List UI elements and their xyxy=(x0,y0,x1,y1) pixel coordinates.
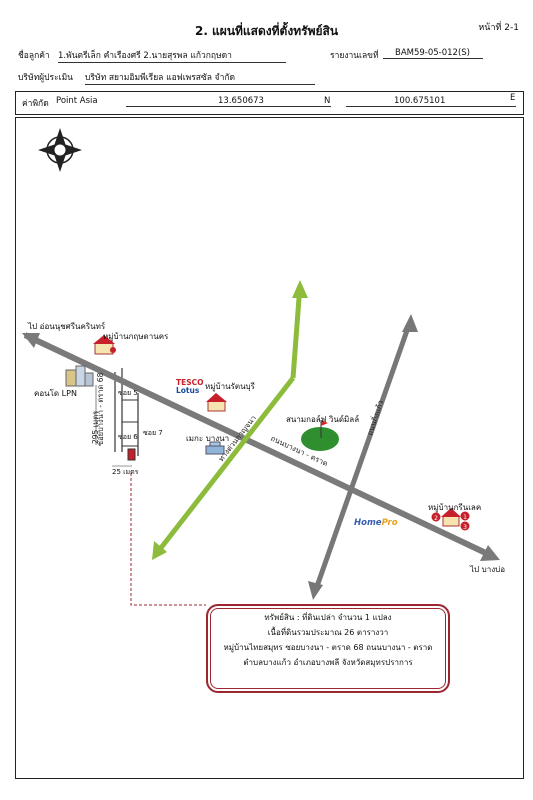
homepro-pro-text: Pro xyxy=(381,518,398,528)
tesco-text: TESCO xyxy=(176,378,204,387)
page-title: 2. แผนที่แสดงที่ตั้งทรัพย์สิน xyxy=(194,24,339,38)
pin-label-2: 2 xyxy=(434,515,438,522)
lotus-text: Lotus xyxy=(176,386,200,395)
expressway-lower xyxy=(155,376,295,555)
arrow-expressway-south-icon xyxy=(152,541,167,560)
arrow-kingkaew-south-icon xyxy=(308,581,323,600)
coord-label: ค่าพิกัด xyxy=(22,99,49,109)
arrow-kingkaew-north-icon xyxy=(402,314,418,332)
report-label: รายงานเลขที่ xyxy=(330,51,379,61)
appraiser-label: บริษัทผู้ประเมิน xyxy=(18,73,73,83)
road-label-soi-vertical: ซอยบางนา - ตราด 68 xyxy=(96,372,105,446)
label-golf: สนามกอล์ฟ วินด์มิลล์ xyxy=(286,415,360,424)
label-dist-25: 25 เมตร xyxy=(112,468,139,476)
property-info-box: ทรัพย์สิน : ที่ดินเปล่า จำนวน 1 แปลง เนื… xyxy=(206,604,450,693)
property-line-1: ทรัพย์สิน : ที่ดินเปล่า จำนวน 1 แปลง xyxy=(264,613,392,622)
label-mega-bangna: เมกะ บางนา xyxy=(186,434,230,443)
map-frame xyxy=(15,117,524,779)
homepro-home-text: Home xyxy=(354,518,382,528)
north-arrow-icon xyxy=(38,128,82,172)
golf-course-icon xyxy=(301,420,339,451)
condo-building-icon xyxy=(65,365,94,387)
east-underline xyxy=(346,106,516,107)
customer-label: ชื่อลูกค้า xyxy=(18,51,50,61)
label-soi-5: ซอย 5 xyxy=(118,389,138,397)
property-marker xyxy=(127,448,136,461)
label-green-lake: หมู่บ้านกรีนเลค xyxy=(428,503,482,512)
house-icon-green-lake xyxy=(441,508,461,527)
property-line-2: เนื้อที่ดินรวมประมาณ 26 ตารางวา xyxy=(267,628,389,637)
label-to-bangbo: ไป บางบ่อ xyxy=(470,565,506,574)
arrow-expressway-north-icon xyxy=(292,280,308,298)
tesco-logo: TESCO Lotus xyxy=(176,379,204,395)
label-condo-lpn: คอนโด LPN xyxy=(34,389,77,398)
property-line-4: ตำบลบางแก้ว อำเภอบางพลี จังหวัดสมุทรปราก… xyxy=(243,658,413,667)
dist-label-295: 295 เมตร xyxy=(91,411,100,444)
north-unit: N xyxy=(324,96,331,106)
pins-green-lake: 2 1 3 xyxy=(431,511,470,531)
customer-value: 1.พันตรีเล็ก คำเรืองศรี 2.นายสุรพล แก้วก… xyxy=(58,48,286,63)
east-value: 100.675101 xyxy=(394,96,446,106)
label-soi-7: ซอย 7 xyxy=(143,429,163,437)
expressway-upper xyxy=(290,284,303,379)
road-label-kingkaew: ถนนกิ่งแก้ว xyxy=(364,399,385,437)
north-underline xyxy=(126,106,331,107)
homepro-logo: HomePro xyxy=(354,518,398,528)
mega-bangna-icon xyxy=(205,441,225,455)
coord-system: Point Asia xyxy=(56,96,98,106)
label-to-onnut: ไป อ่อนนุชศรีนครินทร์ xyxy=(28,322,106,331)
arrow-bangbo-icon xyxy=(480,545,500,561)
road-bangna-trad xyxy=(23,332,492,558)
label-soi-6: ซอย 6 xyxy=(118,433,138,441)
road-kingkaew xyxy=(312,321,413,593)
route-dashed-line xyxy=(130,473,206,606)
house-icon-rattanaburi xyxy=(206,393,227,412)
house-icon-krisdanakorn xyxy=(93,335,116,355)
arrow-onnut-icon xyxy=(22,333,40,348)
pin-label-3: 3 xyxy=(463,524,467,531)
east-unit: E xyxy=(510,93,516,103)
report-value: BAM59-05-012(S) xyxy=(383,48,483,59)
coordinate-bar: ค่าพิกัด Point Asia 13.650673 N 100.6751… xyxy=(15,91,524,115)
property-line-3: หมู่บ้านไทยสมุทร ซอยบางนา - ตราด 68 ถนนบ… xyxy=(223,643,433,652)
pin-label-1: 1 xyxy=(463,514,467,521)
label-rattanaburi: หมู่บ้านรัตนบุรี xyxy=(205,382,255,391)
north-value: 13.650673 xyxy=(218,96,264,106)
appraiser-value: บริษัท สยามอิมพีเรียล แอฟเพรสซัล จำกัด xyxy=(85,70,315,85)
page-number: หน้าที่ 2-1 xyxy=(478,23,519,33)
label-krisdanakorn: หมู่บ้านกฤษดานคร xyxy=(103,332,169,341)
